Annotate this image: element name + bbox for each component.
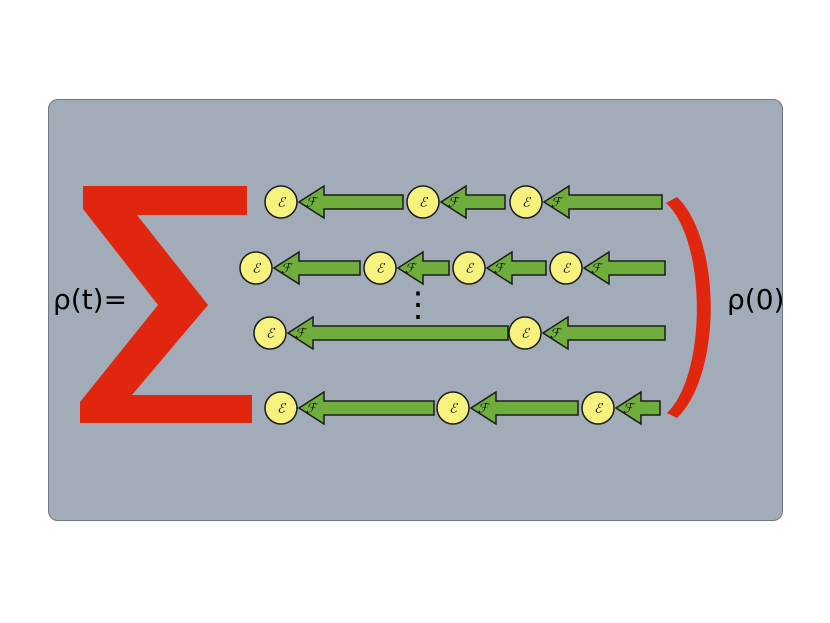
f-label: ℱ	[550, 327, 563, 342]
f-arrow	[614, 390, 661, 426]
e-node	[509, 185, 543, 219]
e-label: ℰ	[277, 402, 286, 417]
f-arrow	[297, 184, 404, 220]
f-arrow	[439, 184, 506, 220]
e-label: ℰ	[376, 262, 385, 277]
e-node	[264, 391, 298, 425]
e-node	[253, 316, 287, 350]
e-label: ℰ	[522, 196, 531, 211]
e-node	[452, 251, 486, 285]
f-label: ℱ	[478, 402, 491, 417]
f-label: ℱ	[306, 196, 319, 211]
f-label: ℱ	[591, 262, 604, 277]
e-node	[508, 316, 542, 350]
f-arrow	[542, 184, 663, 220]
rho-t-label: ρ(t)=	[53, 283, 128, 316]
f-label: ℱ	[306, 402, 319, 417]
rho-0-label: ρ(0)	[727, 283, 785, 316]
f-label: ℱ	[448, 196, 461, 211]
e-label: ℰ	[449, 402, 458, 417]
e-label: ℰ	[521, 327, 530, 342]
e-node	[436, 391, 470, 425]
summation-sigma	[80, 186, 252, 423]
e-node	[239, 251, 273, 285]
f-label: ℱ	[295, 327, 308, 342]
f-arrow	[272, 250, 361, 286]
f-arrow	[297, 390, 435, 426]
f-label: ℱ	[494, 262, 507, 277]
e-label: ℰ	[277, 196, 286, 211]
e-node	[549, 251, 583, 285]
e-label: ℰ	[562, 262, 571, 277]
e-label: ℰ	[594, 402, 603, 417]
f-label: ℱ	[551, 196, 564, 211]
e-node	[406, 185, 440, 219]
e-label: ℰ	[419, 196, 428, 211]
f-arrow	[541, 315, 666, 351]
evolution-rows: ℱ ℱ ℱ ℰ ℰ ℰ ℱ ℱ ℱ ℱ ℰ ℰ ℰ ℰ ℱ ℱ ℰ ℰ ℱ ℱ ℱ ℰ ℰ ℰ	[239, 184, 666, 426]
right-bracket	[666, 197, 711, 418]
f-label: ℱ	[405, 262, 418, 277]
f-arrow	[396, 250, 450, 286]
e-label: ℰ	[266, 327, 275, 342]
e-label: ℰ	[465, 262, 474, 277]
f-arrow	[485, 250, 547, 286]
f-label: ℱ	[623, 402, 636, 417]
row-ellipsis: ⋮	[401, 285, 435, 325]
f-arrow	[469, 390, 579, 426]
e-node	[264, 185, 298, 219]
e-label: ℰ	[252, 262, 261, 277]
f-arrow	[286, 315, 509, 351]
e-node	[363, 251, 397, 285]
f-arrow	[582, 250, 666, 286]
f-label: ℱ	[281, 262, 294, 277]
e-node	[581, 391, 615, 425]
